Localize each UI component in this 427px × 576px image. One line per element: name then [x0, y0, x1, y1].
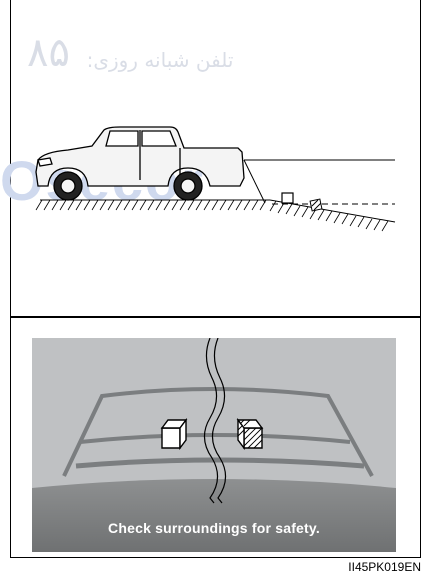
- camera-sight-lines: [244, 160, 395, 204]
- object-plain-camera: [162, 420, 186, 448]
- object-plain-side: [282, 193, 293, 203]
- ground-hatching: [40, 200, 395, 222]
- figure-code: II45PK019EN: [348, 560, 421, 574]
- truck-slope-illustration: [10, 100, 410, 250]
- object-hatched-side: [310, 199, 322, 211]
- watermark-persian: تلفن شبانه روزی:: [60, 48, 260, 72]
- safety-caption: Check surroundings for safety.: [32, 520, 396, 536]
- object-hatched-camera: [238, 420, 262, 448]
- section-divider: [10, 316, 421, 318]
